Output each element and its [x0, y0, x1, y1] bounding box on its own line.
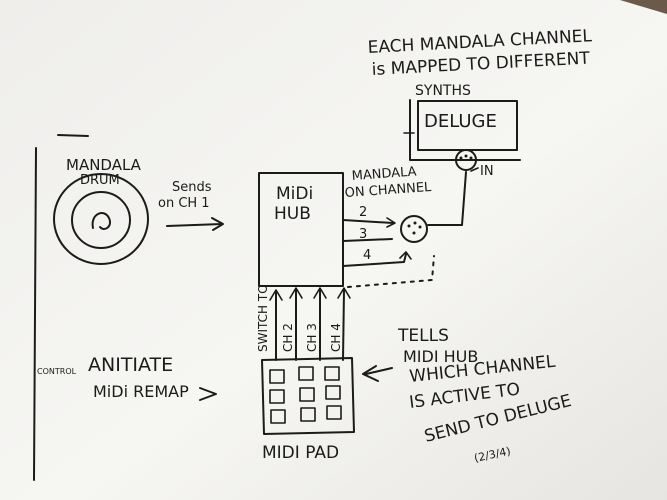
dotted-connection: [347, 255, 435, 288]
tells-line2: MIDI HUB: [403, 347, 478, 366]
tells-arrow-shaft: [365, 367, 393, 375]
paper-corner-shadow: [620, 0, 667, 14]
sends-text-line1: Sends: [172, 180, 212, 195]
switch-to-label: SWITCH TO: [256, 284, 270, 352]
switch-arrow-1-head: [269, 289, 283, 301]
switch-arrow-2-head: [289, 287, 303, 299]
ch4-label: CH 4: [329, 323, 343, 352]
mandala-on-channel-line2: ON CHANNEL: [344, 180, 432, 201]
channel-3-line: [342, 238, 393, 242]
port-pin: [464, 154, 468, 158]
deluge-in-label: IN: [480, 164, 494, 179]
mandala-drum-middle-ring: [71, 191, 131, 249]
deluge-box: [417, 100, 518, 151]
in-pointer: [470, 167, 479, 172]
port-pin: [407, 224, 411, 228]
channel-3-label: 3: [359, 227, 367, 242]
pad-button: [325, 385, 341, 400]
ch2-label: CH 2: [281, 323, 295, 352]
pad-button: [269, 389, 285, 404]
tells-line1: TELLS: [397, 326, 449, 346]
mandala-drum-center-spiral: [91, 212, 111, 230]
mandala-on-channel-line1: MANDALA: [351, 164, 417, 184]
midi-hub-label-line1: MiDi: [276, 184, 313, 204]
deluge-label: DELUGE: [424, 111, 497, 132]
port-pin: [459, 156, 463, 160]
hub-midi-out-port: [400, 215, 428, 243]
midi-hub-label-line2: HUB: [274, 204, 311, 224]
channel-2-label: 2: [359, 205, 367, 220]
pad-button: [300, 407, 316, 422]
switch-arrow-4-head: [337, 287, 351, 299]
cable-to-deluge: [427, 171, 467, 226]
top-note-line3: SYNTHS: [415, 83, 471, 99]
port-pin: [412, 231, 416, 235]
pad-button: [270, 409, 286, 424]
channel-4-arrowhead: [399, 251, 412, 260]
channel-4-line: [342, 253, 407, 267]
ch3-label: CH 3: [305, 323, 319, 352]
remap-arrow-head: [199, 387, 217, 401]
port-pin: [469, 156, 473, 160]
pad-button: [298, 366, 314, 381]
left-margin-line: [33, 147, 37, 481]
mandala-label-line2: DRUM: [80, 173, 120, 188]
channel-2-line: [342, 219, 394, 224]
sends-text-line2: on CH 1: [158, 196, 210, 211]
stray-dash: [57, 134, 89, 137]
port-pin: [413, 221, 417, 225]
switch-arrow-3-head: [313, 287, 327, 299]
pad-button: [326, 405, 342, 420]
mandala-drum-outer-ring: [53, 173, 149, 265]
port-pin: [418, 225, 422, 229]
switch-arrow-4: [342, 289, 345, 361]
sends-arrow-shaft: [166, 223, 223, 227]
midi-hub-box: [258, 172, 344, 287]
initiate-label: ANITIATE: [88, 354, 173, 376]
midi-pad-box: [261, 357, 355, 435]
deluge-box-outline: [409, 99, 521, 161]
channel-4-label: 4: [363, 248, 371, 263]
midi-remap-label: MiDi REMAP: [93, 382, 189, 401]
deluge-midi-in-port: [455, 149, 477, 171]
pad-button: [269, 369, 285, 384]
sends-arrow-head: [211, 217, 224, 231]
channel-2-arrowhead: [386, 217, 396, 228]
pad-button: [299, 387, 315, 402]
tells-arrow-head: [362, 365, 379, 382]
pad-button: [324, 366, 340, 381]
mandala-label-line1: MANDALA: [66, 156, 142, 174]
control-small-label: CONTROL: [37, 367, 77, 376]
midi-pad-label: MIDI PAD: [262, 443, 339, 463]
